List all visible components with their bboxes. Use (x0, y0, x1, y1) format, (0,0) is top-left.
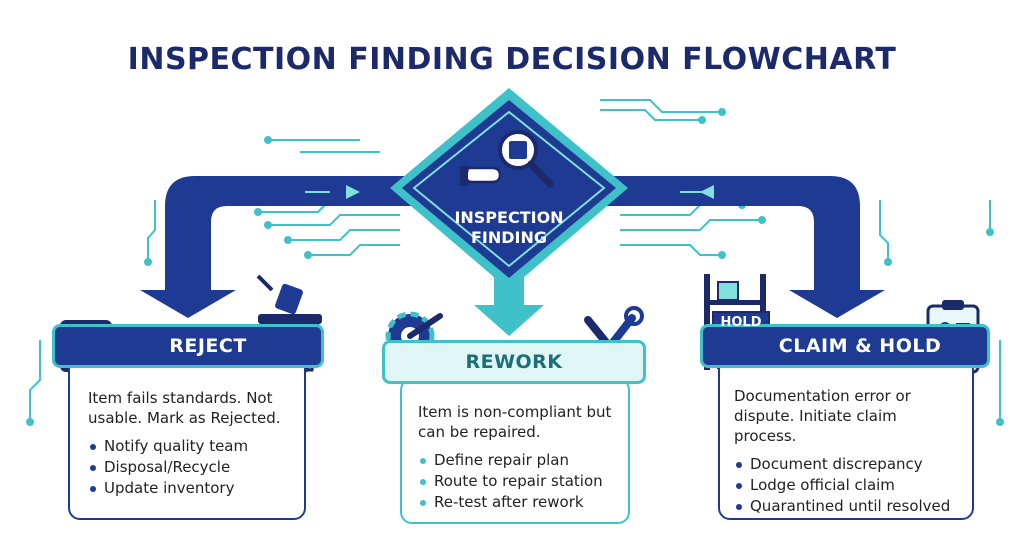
reject-bullet: Notify quality team (88, 436, 292, 457)
claim-bullet: Lodge official claim (734, 475, 962, 496)
inspection-finding-diamond (390, 88, 628, 290)
claim-bullets: Document discrepancy Lodge official clai… (734, 454, 962, 517)
rework-description: Item is non-compliant but can be repaire… (418, 403, 612, 441)
rework-bullet: Re-test after rework (418, 492, 616, 513)
magnifier-chip-icon (498, 130, 554, 188)
reject-bullets: Notify quality team Disposal/Recycle Upd… (88, 436, 292, 499)
claim-bullet: Document discrepancy (734, 454, 962, 475)
reject-card: Item fails standards. Not usable. Mark a… (68, 358, 306, 520)
rework-card: Item is non-compliant but can be repaire… (400, 378, 630, 524)
reject-banner: REJECT (52, 324, 324, 368)
arrow-to-claim (600, 176, 885, 318)
reject-title: REJECT (169, 335, 247, 357)
rework-title: REWORK (465, 351, 563, 373)
rework-bullet: Define repair plan (418, 450, 616, 471)
page-title: INSPECTION FINDING DECISION FLOWCHART (127, 42, 897, 78)
claim-banner: CLAIM & HOLD (700, 324, 990, 368)
arrow-to-reject (140, 176, 420, 318)
reject-bullet: Update inventory (88, 478, 292, 499)
rework-banner: REWORK (382, 340, 646, 384)
reject-description: Item fails standards. Not usable. Mark a… (88, 389, 281, 427)
hand-icon (460, 166, 502, 186)
inspection-finding-label: INSPECTION FINDING (449, 208, 569, 248)
claim-bullet: Quarantined until resolved (734, 496, 962, 517)
claim-title: CLAIM & HOLD (778, 335, 942, 357)
claim-description: Documentation error or dispute. Initiate… (734, 387, 911, 445)
reject-bullet: Disposal/Recycle (88, 457, 292, 478)
claim-card: Documentation error or dispute. Initiate… (718, 358, 974, 520)
inspection-finding-line1: INSPECTION (454, 208, 564, 227)
rework-bullet: Route to repair station (418, 471, 616, 492)
rework-bullets: Define repair plan Route to repair stati… (418, 450, 616, 513)
inspection-finding-line2: FINDING (470, 228, 548, 247)
hold-sign: HOLD (720, 315, 762, 330)
